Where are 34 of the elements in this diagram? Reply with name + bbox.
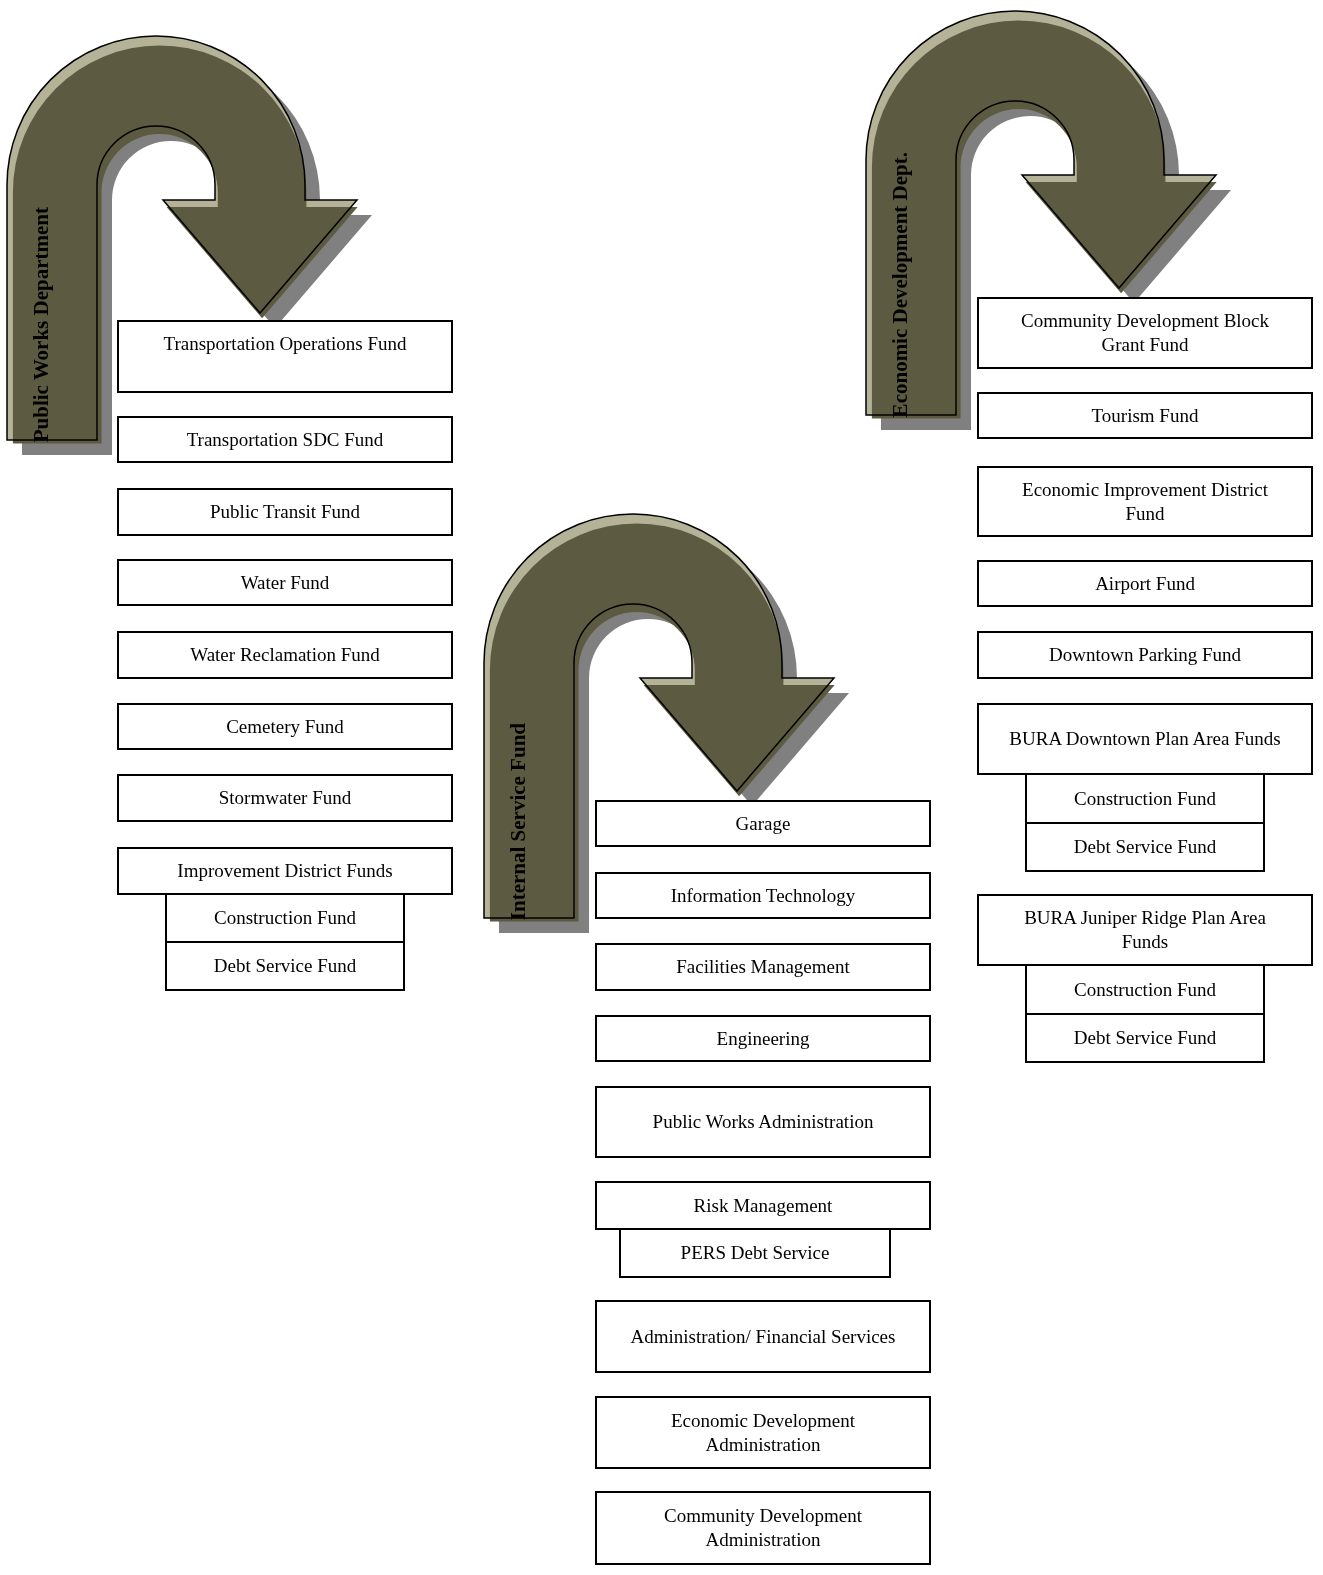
fund-box: Water Reclamation Fund: [117, 631, 453, 679]
fund-box: Transportation Operations Fund: [117, 320, 453, 393]
fund-box: Debt Service Fund: [1025, 1013, 1265, 1063]
arrow-label: Economic Development Dept.: [887, 151, 913, 417]
fund-box: Stormwater Fund: [117, 774, 453, 822]
fund-box: Water Fund: [117, 559, 453, 606]
fund-box: BURA Downtown Plan Area Funds: [977, 703, 1313, 775]
fund-box: Community Development Administration: [595, 1491, 931, 1565]
fund-box: Information Technology: [595, 872, 931, 919]
fund-box: Construction Fund: [1025, 773, 1265, 824]
fund-box: Administration/ Financial Services: [595, 1300, 931, 1373]
fund-box: BURA Juniper Ridge Plan Area Funds: [977, 894, 1313, 966]
arrow-label: Internal Service Fund: [505, 722, 531, 920]
fund-box: Economic Development Administration: [595, 1396, 931, 1469]
fund-box: Construction Fund: [165, 893, 405, 943]
fund-box: PERS Debt Service: [619, 1228, 891, 1278]
fund-box: Transportation SDC Fund: [117, 416, 453, 463]
fund-box: Tourism Fund: [977, 392, 1313, 439]
arrow-label: Public Works Department: [28, 206, 54, 442]
fund-box: Public Transit Fund: [117, 488, 453, 536]
fund-box: Engineering: [595, 1015, 931, 1062]
fund-box: Risk Management: [595, 1181, 931, 1230]
fund-box: Community Development Block Grant Fund: [977, 297, 1313, 369]
fund-box: Facilities Management: [595, 943, 931, 991]
fund-box: Debt Service Fund: [165, 941, 405, 991]
fund-box: Economic Improvement District Fund: [977, 466, 1313, 537]
fund-box: Airport Fund: [977, 560, 1313, 607]
fund-box: Cemetery Fund: [117, 703, 453, 750]
fund-box: Downtown Parking Fund: [977, 631, 1313, 679]
fund-box: Public Works Administration: [595, 1086, 931, 1158]
fund-box: Garage: [595, 800, 931, 847]
fund-box: Construction Fund: [1025, 964, 1265, 1015]
fund-box: Debt Service Fund: [1025, 822, 1265, 872]
fund-box: Improvement District Funds: [117, 847, 453, 895]
